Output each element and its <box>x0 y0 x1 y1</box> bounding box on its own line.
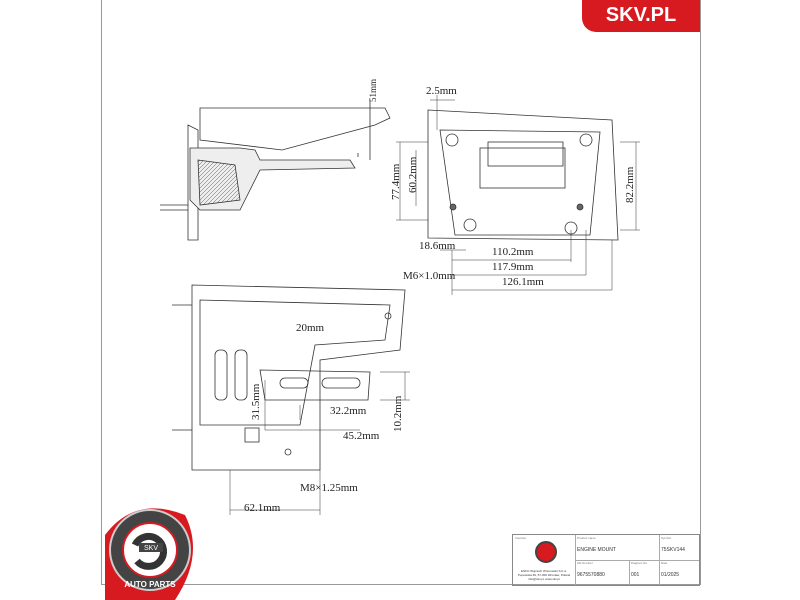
dim-slot-span: 45.2mm <box>343 430 380 442</box>
date-value: 01/2025 <box>661 572 680 578</box>
dim-width-2: 117.9mm <box>492 261 534 273</box>
side-view <box>160 100 391 241</box>
svg-text:AUTO PARTS: AUTO PARTS <box>124 580 176 589</box>
dim-height-inner: 60.2mm <box>407 156 419 193</box>
dim-height-outer: 77.4mm <box>390 163 402 200</box>
title-block: Importer ESKO Wojciech Wnorowski S.K.A. … <box>512 534 700 586</box>
symbol-value: 75SKV144 <box>661 547 685 553</box>
product-name: ENGINE MOUNT <box>577 547 616 553</box>
symbol-label: Symbol <box>661 536 672 540</box>
dim-slot-width: 32.2mm <box>330 405 367 417</box>
dim-slot-vertical: 10.2mm <box>392 395 404 432</box>
dim-width-1: 110.2mm <box>492 246 534 258</box>
dim-bottom-width: 62.1mm <box>244 502 281 514</box>
dim-offset: 2.5mm <box>426 85 457 97</box>
dim-slot-offset: 20mm <box>296 322 325 334</box>
oe-value: 9675570880 <box>577 572 605 578</box>
bottom-view <box>172 284 410 515</box>
dim-height-right: 82.2mm <box>624 166 636 203</box>
dim-thread-top: M6×1.0mm <box>403 270 456 282</box>
importer-label: Importer <box>515 536 527 540</box>
drawing-frame <box>101 0 701 585</box>
skv-logo: SKV AUTO PARTS <box>105 508 193 600</box>
brand-tag[interactable]: SKV.PL <box>582 0 700 32</box>
dim-top-side-height: 51mm <box>368 78 378 102</box>
date-label: Date <box>661 561 668 565</box>
front-view <box>396 95 640 295</box>
diagram-label: Diagram No. <box>631 561 648 565</box>
dim-width-3: 126.1mm <box>502 276 544 288</box>
importer-text: ESKO Wojciech Wnorowski S.K.A. Popowska … <box>517 569 571 581</box>
diagram-value: 001 <box>631 572 640 578</box>
oe-label: OE Number <box>577 561 593 565</box>
product-label: Product name <box>577 536 596 540</box>
dim-edge-offset: 18.6mm <box>419 240 456 252</box>
importer-logo-icon <box>535 541 557 563</box>
dim-thread-bottom: M8×1.25mm <box>300 482 358 494</box>
svg-text:SKV: SKV <box>144 545 158 552</box>
dim-slot-height: 31.5mm <box>250 383 262 420</box>
